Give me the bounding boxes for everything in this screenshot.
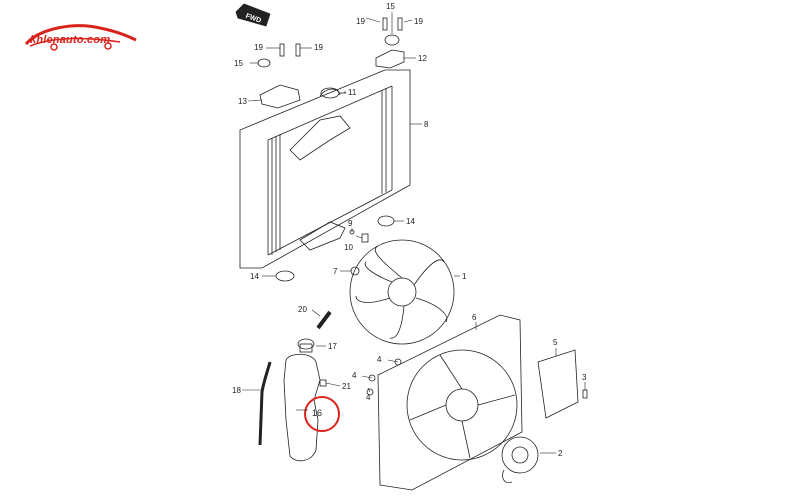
callout-labels: 1 2 3 4 4 4 6 5 7 8 9 10 11 12 13 14 14 … [232, 2, 587, 458]
callout-17: 17 [328, 342, 337, 351]
callout-5: 5 [553, 338, 558, 347]
radiator-cap [320, 87, 346, 99]
callout-4: 4 [377, 355, 382, 364]
fan-shroud [377, 314, 523, 491]
logo-text: khlenauto.com [30, 34, 111, 46]
grommet-lower-right [377, 215, 395, 227]
callout-21: 21 [342, 382, 351, 391]
callout-12: 12 [418, 54, 427, 63]
callout-8: 8 [424, 120, 429, 129]
reservoir-cap [297, 338, 315, 353]
callout-6: 6 [472, 313, 477, 322]
nut [350, 266, 360, 276]
callout-4: 4 [352, 371, 357, 380]
coolant-reservoir-tank [283, 353, 321, 462]
fan-motor [501, 436, 539, 484]
callout-11: 11 [348, 88, 357, 97]
highlight-circle [304, 396, 340, 432]
callout-19: 19 [356, 17, 365, 26]
callout-10: 10 [344, 243, 353, 252]
car-logo-icon [24, 24, 137, 51]
fwd-arrow-icon: FWD [235, 3, 271, 27]
radiator [239, 69, 411, 269]
callout-15: 15 [386, 2, 395, 11]
callout-2: 2 [558, 449, 563, 458]
reservoir-clip [319, 379, 327, 387]
callout-1: 1 [462, 272, 467, 281]
callout-16: 16 [312, 408, 322, 418]
upper-bracket-left [257, 43, 301, 109]
callout-18: 18 [232, 386, 241, 395]
callout-7: 7 [333, 267, 338, 276]
grommet-lower-left [275, 270, 295, 282]
fan-bracket [537, 349, 579, 419]
callout-14: 14 [406, 217, 415, 226]
callout-14: 14 [250, 272, 259, 281]
drain-plug [361, 233, 369, 243]
bolt [366, 388, 374, 396]
callout-9: 9 [348, 219, 353, 228]
reservoir-hose [258, 361, 272, 446]
callout-19: 19 [254, 43, 263, 52]
bolt [368, 374, 376, 382]
callout-20: 20 [298, 305, 307, 314]
cooling-fan [349, 239, 455, 345]
upper-bracket-right [375, 17, 405, 69]
callout-13: 13 [238, 97, 247, 106]
callout-4: 4 [366, 393, 371, 402]
overflow-hose [316, 310, 332, 330]
callout-19: 19 [414, 17, 423, 26]
screw [582, 389, 588, 399]
callout-19: 19 [314, 43, 323, 52]
bolt [394, 358, 402, 366]
site-logo[interactable] [20, 18, 140, 62]
callout-15: 15 [234, 59, 243, 68]
callout-3: 3 [582, 373, 587, 382]
